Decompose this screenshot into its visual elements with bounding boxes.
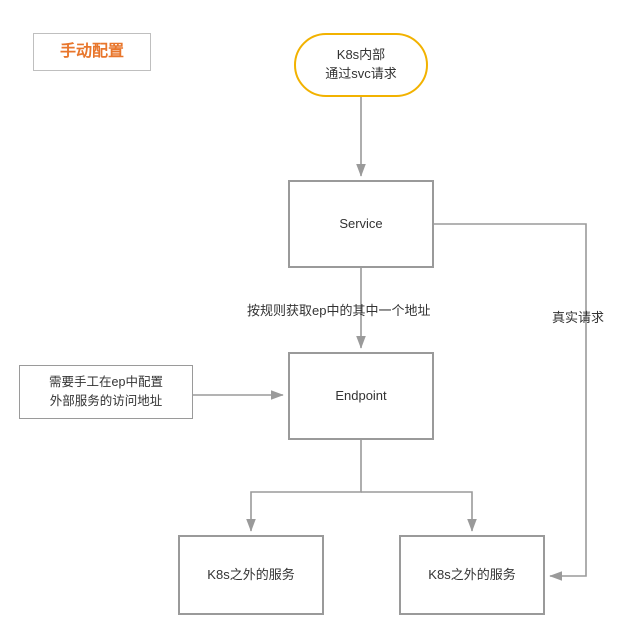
node-k8s-internal-request: K8s内部 通过svc请求 [294,33,428,97]
edge-label-real-request: 真实请求 [552,310,605,325]
node-service: Service [288,180,434,268]
node-external-service-right: K8s之外的服务 [399,535,545,615]
node-external-service-left: K8s之外的服务 [178,535,324,615]
note-manual-ep-config: 需要手工在ep中配置 外部服务的访问地址 [19,365,193,419]
edge-service-to-ext-right [434,223,587,581]
title-badge: 手动配置 [33,33,151,71]
edge-endpoint-split-right [361,491,477,532]
edge-endpoint-split [246,440,362,532]
node-endpoint: Endpoint [288,352,434,440]
edge-label-rule: 按规则获取ep中的其中一个地址 [247,303,431,318]
